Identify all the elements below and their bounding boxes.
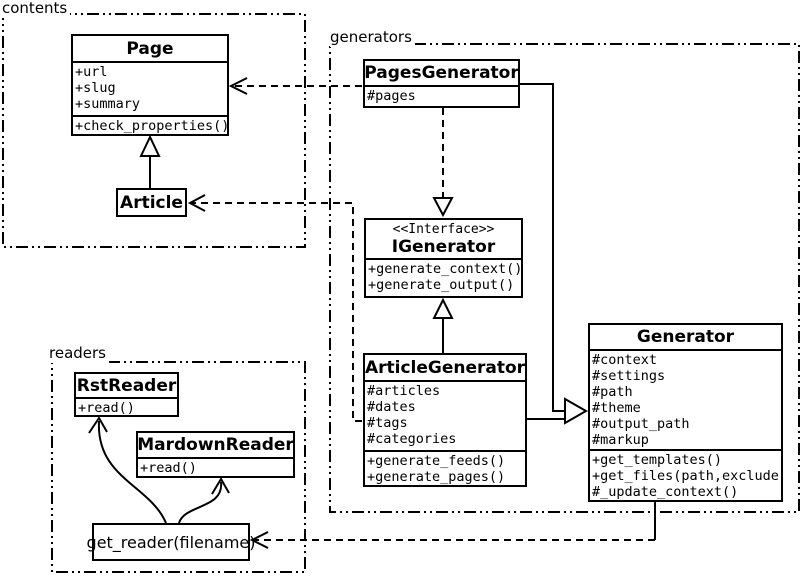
get-reader-label: get_reader(filename) — [86, 532, 256, 552]
dependency-arrowhead-icon — [187, 194, 206, 212]
class-rstreader: RstReader +read() — [74, 372, 179, 417]
package-label-generators: generators — [330, 29, 415, 47]
attribute-row: #theme — [592, 400, 641, 416]
class-pagesgenerator-attributes: #pages — [365, 85, 518, 106]
arrow-getreader-to-mardownreader — [178, 477, 230, 524]
class-generator-attributes: #context #settings #path #theme #output_… — [590, 349, 781, 449]
class-page-methods: +check_properties() — [73, 115, 227, 134]
class-pagesgenerator-title: PagesGenerator — [364, 63, 519, 83]
method-row: #_update_context() — [592, 484, 739, 500]
class-page-title: Page — [126, 38, 174, 59]
class-rstreader-title: RstReader — [76, 375, 177, 396]
generalization-article-to-page — [139, 134, 161, 188]
realization-arrowhead-icon — [432, 197, 454, 218]
method-row: +generate_context() — [368, 261, 521, 277]
generalization-arrowhead-icon — [139, 134, 161, 157]
class-article: Article — [116, 188, 187, 217]
class-articlegenerator-title: ArticleGenerator — [364, 357, 526, 378]
package-label-contents: contents — [2, 0, 71, 18]
dependency-arrowhead-icon — [228, 77, 248, 95]
generalization-generators-to-generator — [520, 83, 589, 425]
method-row: +read() — [140, 460, 197, 476]
attribute-row: +url — [75, 64, 108, 80]
method-row: +get_files(path,exclude) — [592, 468, 781, 484]
class-igenerator-header: <<Interface>> IGenerator — [366, 220, 521, 258]
dependency-pagesgenerator-to-page — [228, 77, 362, 95]
package-label-readers: readers — [49, 345, 109, 363]
attribute-row: +slug — [75, 80, 116, 96]
dependency-articlegenerator-to-article — [187, 194, 362, 422]
method-row: +generate_pages() — [367, 469, 506, 485]
method-row: +generate_output() — [368, 277, 515, 293]
class-igenerator-stereotype: <<Interface>> — [392, 221, 495, 237]
generalization-articlegenerator-to-igenerator — [432, 297, 454, 353]
arrowhead-icon — [88, 416, 108, 434]
class-page: Page +url +slug +summary +check_properti… — [71, 34, 229, 136]
method-row: +generate_feeds() — [367, 453, 506, 469]
class-igenerator: <<Interface>> IGenerator +generate_conte… — [364, 218, 523, 298]
attribute-row: #markup — [592, 432, 649, 448]
attribute-row: #dates — [367, 399, 416, 415]
attribute-row: #output_path — [592, 416, 690, 432]
attribute-row: #pages — [367, 88, 416, 104]
class-mardownreader-methods: +read() — [138, 457, 293, 476]
class-article-title: Article — [120, 192, 183, 213]
class-igenerator-title: IGenerator — [391, 236, 496, 257]
class-page-attributes: +url +slug +summary — [73, 61, 227, 115]
class-articlegenerator-attributes: #articles #dates #tags #categories — [365, 380, 525, 450]
class-igenerator-methods: +generate_context() +generate_output() — [366, 258, 521, 296]
class-generator: Generator #context #settings #path #them… — [588, 323, 783, 502]
class-mardownreader: MardownReader +read() — [136, 431, 295, 478]
class-generator-title: Generator — [636, 327, 735, 347]
get-reader-box: get_reader(filename) — [87, 523, 255, 561]
generalization-arrowhead-icon — [564, 397, 589, 425]
attribute-row: #path — [592, 384, 633, 400]
attribute-row: #articles — [367, 383, 441, 399]
generalization-arrowhead-icon — [432, 297, 454, 319]
class-pagesgenerator: PagesGenerator #pages — [363, 59, 520, 108]
package-border-generators — [329, 43, 800, 513]
attribute-row: #categories — [367, 431, 457, 447]
class-mardownreader-title: MardownReader — [137, 435, 294, 455]
arrowhead-icon — [211, 477, 230, 495]
attribute-row: #settings — [592, 368, 666, 384]
dependency-generator-to-getreader — [249, 502, 656, 549]
class-articlegenerator: ArticleGenerator #articles #dates #tags … — [363, 353, 527, 487]
package-border-contents — [2, 13, 306, 248]
method-row: +read() — [78, 400, 135, 415]
class-articlegenerator-methods: +generate_feeds() +generate_pages() — [365, 450, 525, 485]
package-border-readers — [51, 361, 306, 573]
attribute-row: #tags — [367, 415, 408, 431]
class-rstreader-methods: +read() — [76, 397, 177, 415]
class-generator-methods: +get_templates() +get_files(path,exclude… — [590, 449, 781, 500]
attribute-row: #context — [592, 352, 658, 368]
dependency-arrowhead-icon — [249, 531, 269, 549]
method-row: +check_properties() — [75, 118, 227, 134]
method-row: +get_templates() — [592, 452, 723, 468]
arrow-getreader-to-rstreader — [88, 416, 167, 524]
attribute-row: +summary — [75, 96, 141, 112]
realization-pagesgenerator-to-igenerator — [432, 108, 454, 218]
